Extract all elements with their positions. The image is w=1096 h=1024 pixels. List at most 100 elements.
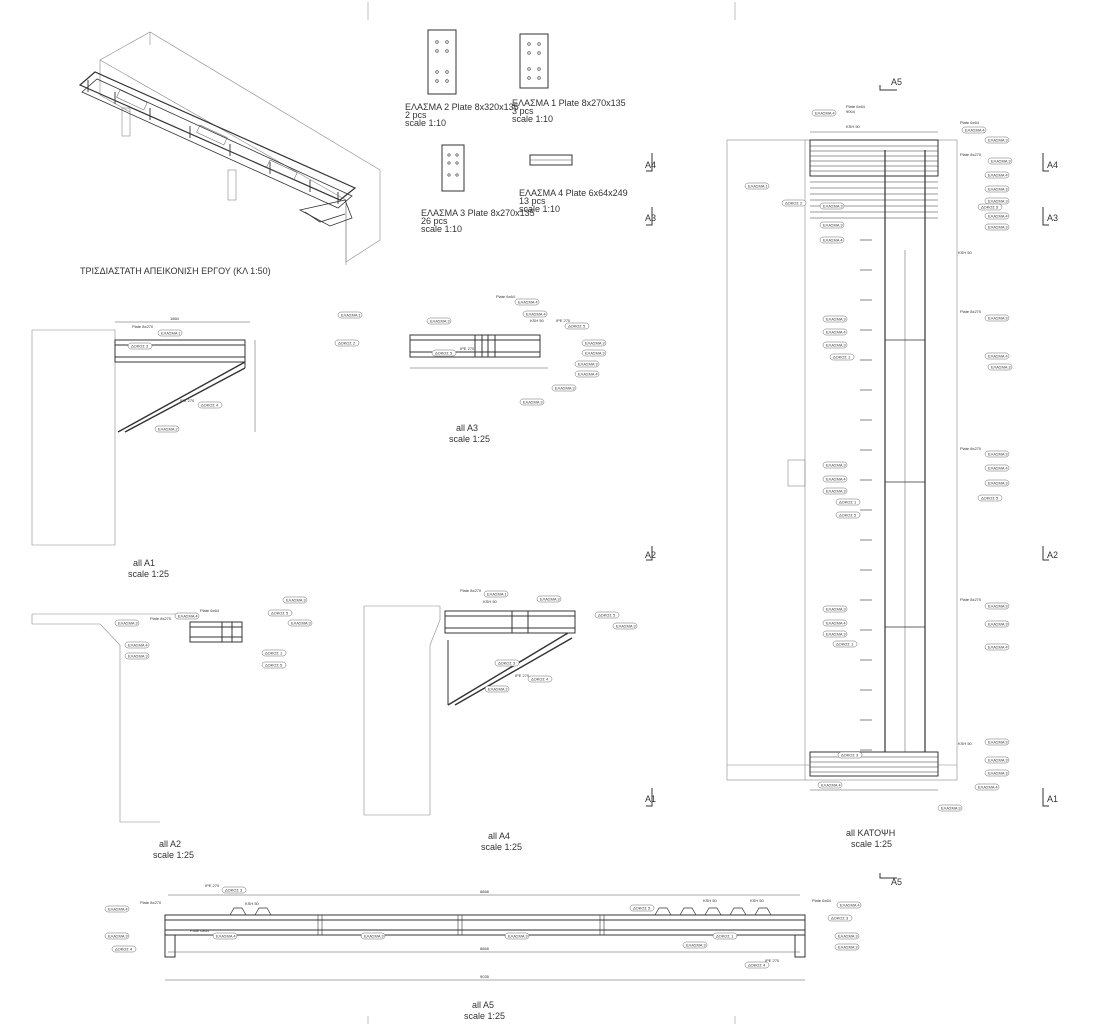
svg-text:KSH 50: KSH 50 [703,898,718,903]
svg-text:ΕΛΑΣΜΑ 4: ΕΛΑΣΜΑ 4 [578,372,598,377]
svg-text:KSH 50: KSH 50 [245,901,260,906]
svg-text:ΕΛΑΣΜΑ 3: ΕΛΑΣΜΑ 3 [988,452,1008,457]
svg-text:ΕΛΑΣΜΑ 3: ΕΛΑΣΜΑ 3 [826,343,846,348]
svg-text:ΕΛΑΣΜΑ 4: ΕΛΑΣΜΑ 4 [988,466,1008,471]
a5-dim-mid: 8868 [480,946,490,951]
isometric-view: ΤΡΙΣΔΙΑΣΤΑΤΗ ΑΠΕΙΚΟΝΙΣΗ ΕΡΓΟΥ (ΚΛ 1:50) [78,31,381,276]
svg-text:KSH 50: KSH 50 [958,741,973,746]
svg-text:ΕΛΑΣΜΑ 3: ΕΛΑΣΜΑ 3 [988,187,1008,192]
plate-detail-2: ΕΛΑΣΜΑ 2 Plate 8x320x135 2 pcs scale 1:1… [405,29,519,128]
svg-text:A5: A5 [891,877,902,887]
plate-2-title: ΕΛΑΣΜΑ 2 Plate 8x320x135 [405,102,519,112]
svg-text:Plate 6x64: Plate 6x64 [812,898,832,903]
a5-tags: ΕΛΑΣΜΑ 4 ΕΛΑΣΜΑ 3 ΔΟΚΟΣ 4 ΔΟΚΟΣ 3 ΕΛΑΣΜΑ… [104,883,862,969]
a5-scale: scale 1:25 [464,1011,505,1021]
svg-text:ΔΟΚΟΣ 5: ΔΟΚΟΣ 5 [633,906,651,911]
plate-2-scale: scale 1:10 [405,118,446,128]
svg-text:ΕΛΑΣΜΑ 1: ΕΛΑΣΜΑ 1 [341,313,361,318]
svg-text:ΕΛΑΣΜΑ 4: ΕΛΑΣΜΑ 4 [988,214,1008,219]
svg-text:ΕΛΑΣΜΑ 4: ΕΛΑΣΜΑ 4 [178,614,198,619]
svg-text:ΕΛΑΣΜΑ 3: ΕΛΑΣΜΑ 3 [686,943,706,948]
svg-text:ΕΛΑΣΜΑ 3: ΕΛΑΣΜΑ 3 [108,934,128,939]
svg-text:ΕΛΑΣΜΑ 4: ΕΛΑΣΜΑ 4 [826,621,846,626]
svg-text:ΕΛΑΣΜΑ 3: ΕΛΑΣΜΑ 3 [988,481,1008,486]
svg-text:ΔΟΚΟΣ 5: ΔΟΚΟΣ 5 [271,611,289,616]
svg-text:ΕΛΑΣΜΑ 3: ΕΛΑΣΜΑ 3 [988,622,1008,627]
svg-text:ΕΛΑΣΜΑ 3: ΕΛΑΣΜΑ 3 [555,386,575,391]
svg-text:IPE 270: IPE 270 [556,318,571,323]
svg-text:ΕΛΑΣΜΑ 3: ΕΛΑΣΜΑ 3 [616,624,636,629]
svg-text:ΔΟΚΟΣ 4: ΔΟΚΟΣ 4 [201,403,219,408]
svg-text:Plate 8x270: Plate 8x270 [460,588,482,593]
svg-text:Plate 8x270: Plate 8x270 [960,152,982,157]
plate-1-title: ΕΛΑΣΜΑ 1 Plate 8x270x135 [512,98,626,108]
svg-text:ΔΟΚΟΣ 3: ΔΟΚΟΣ 3 [831,916,849,921]
svg-text:ΕΛΑΣΜΑ 3: ΕΛΑΣΜΑ 3 [988,740,1008,745]
svg-text:Plate 6x64: Plate 6x64 [190,928,210,933]
svg-text:Plate 6x64: Plate 6x64 [496,294,516,299]
plate-detail-1: ΕΛΑΣΜΑ 1 Plate 8x270x135 3 pcs scale 1:1… [512,33,626,124]
svg-text:ΕΛΑΣΜΑ 3: ΕΛΑΣΜΑ 3 [585,351,605,356]
svg-text:ΕΛΑΣΜΑ 3: ΕΛΑΣΜΑ 3 [508,934,528,939]
sheet-ticks [367,2,736,1024]
svg-text:ΕΛΑΣΜΑ 3: ΕΛΑΣΜΑ 3 [430,319,450,324]
svg-text:Plate 8x270: Plate 8x270 [150,616,172,621]
svg-text:ΕΛΑΣΜΑ 3: ΕΛΑΣΜΑ 3 [585,341,605,346]
svg-text:IPE 270: IPE 270 [180,398,195,403]
a5-dim-top: 8868 [480,889,490,894]
a1-tags: ΕΛΑΣΜΑ 1 ΔΟΚΟΣ 3 Plate 8x270 ΔΟΚΟΣ 4 IPE… [127,324,223,433]
plan-tags: ΕΛΑΣΜΑ 4 ΕΛΑΣΜΑ 1 ΔΟΚΟΣ 2 ΕΛΑΣΜΑ 3 ΕΛΑΣΜ… [744,104,1013,812]
svg-text:A5: A5 [891,77,902,87]
svg-text:ΕΛΑΣΜΑ 3: ΕΛΑΣΜΑ 3 [823,204,843,209]
section-a1: 1860 ΕΛΑΣΜΑ 1 ΔΟΚΟΣ 3 Plate 8x270 ΔΟΚΟΣ … [31,316,256,579]
svg-text:ΕΛΑΣΜΑ 4: ΕΛΑΣΜΑ 4 [128,643,148,648]
svg-text:ΕΛΑΣΜΑ 4: ΕΛΑΣΜΑ 4 [821,783,841,788]
svg-text:ΕΛΑΣΜΑ 4: ΕΛΑΣΜΑ 4 [823,238,843,243]
plate-4-qty: 13 pcs [519,196,546,206]
svg-text:ΔΟΚΟΣ 3: ΔΟΚΟΣ 3 [225,888,243,893]
svg-text:ΔΟΚΟΣ 5: ΔΟΚΟΣ 5 [598,613,616,618]
svg-text:ΕΛΑΣΜΑ 3: ΕΛΑΣΜΑ 3 [988,225,1008,230]
svg-text:ΕΛΑΣΜΑ 2: ΕΛΑΣΜΑ 2 [488,687,508,692]
svg-text:ΕΛΑΣΜΑ 3: ΕΛΑΣΜΑ 3 [578,362,598,367]
plate-2-qty: 2 pcs [405,110,427,120]
a4-scale: scale 1:25 [481,842,522,852]
plate-4-scale: scale 1:10 [519,204,560,214]
plate-detail-4: ΕΛΑΣΜΑ 4 Plate 6x64x249 13 pcs scale 1:1… [519,154,628,214]
svg-text:ΕΛΑΣΜΑ 3: ΕΛΑΣΜΑ 3 [991,159,1011,164]
plan-scale: scale 1:25 [851,839,892,849]
svg-text:ΕΛΑΣΜΑ 3: ΕΛΑΣΜΑ 3 [823,223,843,228]
a3-title: all A3 [456,423,478,433]
svg-text:KSH 50: KSH 50 [750,898,765,903]
svg-text:KSH 50: KSH 50 [530,318,545,323]
plan-view: ΕΛΑΣΜΑ 4 ΕΛΑΣΜΑ 1 ΔΟΚΟΣ 2 ΕΛΑΣΜΑ 3 ΕΛΑΣΜ… [726,104,1013,849]
a1-title: all A1 [133,558,155,568]
svg-text:ΔΟΚΟΣ 3: ΔΟΚΟΣ 3 [498,661,516,666]
svg-text:IPE 270: IPE 270 [205,883,220,888]
svg-text:ΕΛΑΣΜΑ 3: ΕΛΑΣΜΑ 3 [826,607,846,612]
svg-text:ΕΛΑΣΜΑ 3: ΕΛΑΣΜΑ 3 [988,771,1008,776]
plate-3-title: ΕΛΑΣΜΑ 3 Plate 8x270x135 [421,208,535,218]
svg-text:A3: A3 [1047,213,1058,223]
section-markers: A5 A5 A4 A3 A2 A1 A4 A3 A2 A1 [645,77,1058,887]
svg-text:ΔΟΚΟΣ 1: ΔΟΚΟΣ 1 [839,500,857,505]
svg-text:ΔΟΚΟΣ 1: ΔΟΚΟΣ 1 [716,934,734,939]
svg-text:ΕΛΑΣΜΑ 4: ΕΛΑΣΜΑ 4 [978,785,998,790]
a1-dim-top: 1860 [170,316,180,321]
svg-text:A2: A2 [1047,550,1058,560]
svg-text:ΕΛΑΣΜΑ 3: ΕΛΑΣΜΑ 3 [523,400,543,405]
plan-title: all ΚΑΤΟΨΗ [846,828,895,838]
svg-text:ΕΛΑΣΜΑ 4: ΕΛΑΣΜΑ 4 [988,354,1008,359]
svg-text:ΕΛΑΣΜΑ 3: ΕΛΑΣΜΑ 3 [941,806,961,811]
svg-text:ΔΟΚΟΣ 2: ΔΟΚΟΣ 2 [338,341,356,346]
svg-text:A1: A1 [1047,794,1058,804]
svg-text:ΕΛΑΣΜΑ 4: ΕΛΑΣΜΑ 4 [526,312,546,317]
plate-4-title: ΕΛΑΣΜΑ 4 Plate 6x64x249 [519,188,628,198]
svg-text:Plate 8x270: Plate 8x270 [960,446,982,451]
svg-text:ΕΛΑΣΜΑ 4: ΕΛΑΣΜΑ 4 [518,300,538,305]
svg-text:IPE 270: IPE 270 [765,958,780,963]
a3-scale: scale 1:25 [449,434,490,444]
svg-text:ΕΛΑΣΜΑ 3: ΕΛΑΣΜΑ 3 [118,621,138,626]
svg-text:IPE 270: IPE 270 [515,673,530,678]
svg-text:ΔΟΚΟΣ 2: ΔΟΚΟΣ 2 [785,201,803,206]
